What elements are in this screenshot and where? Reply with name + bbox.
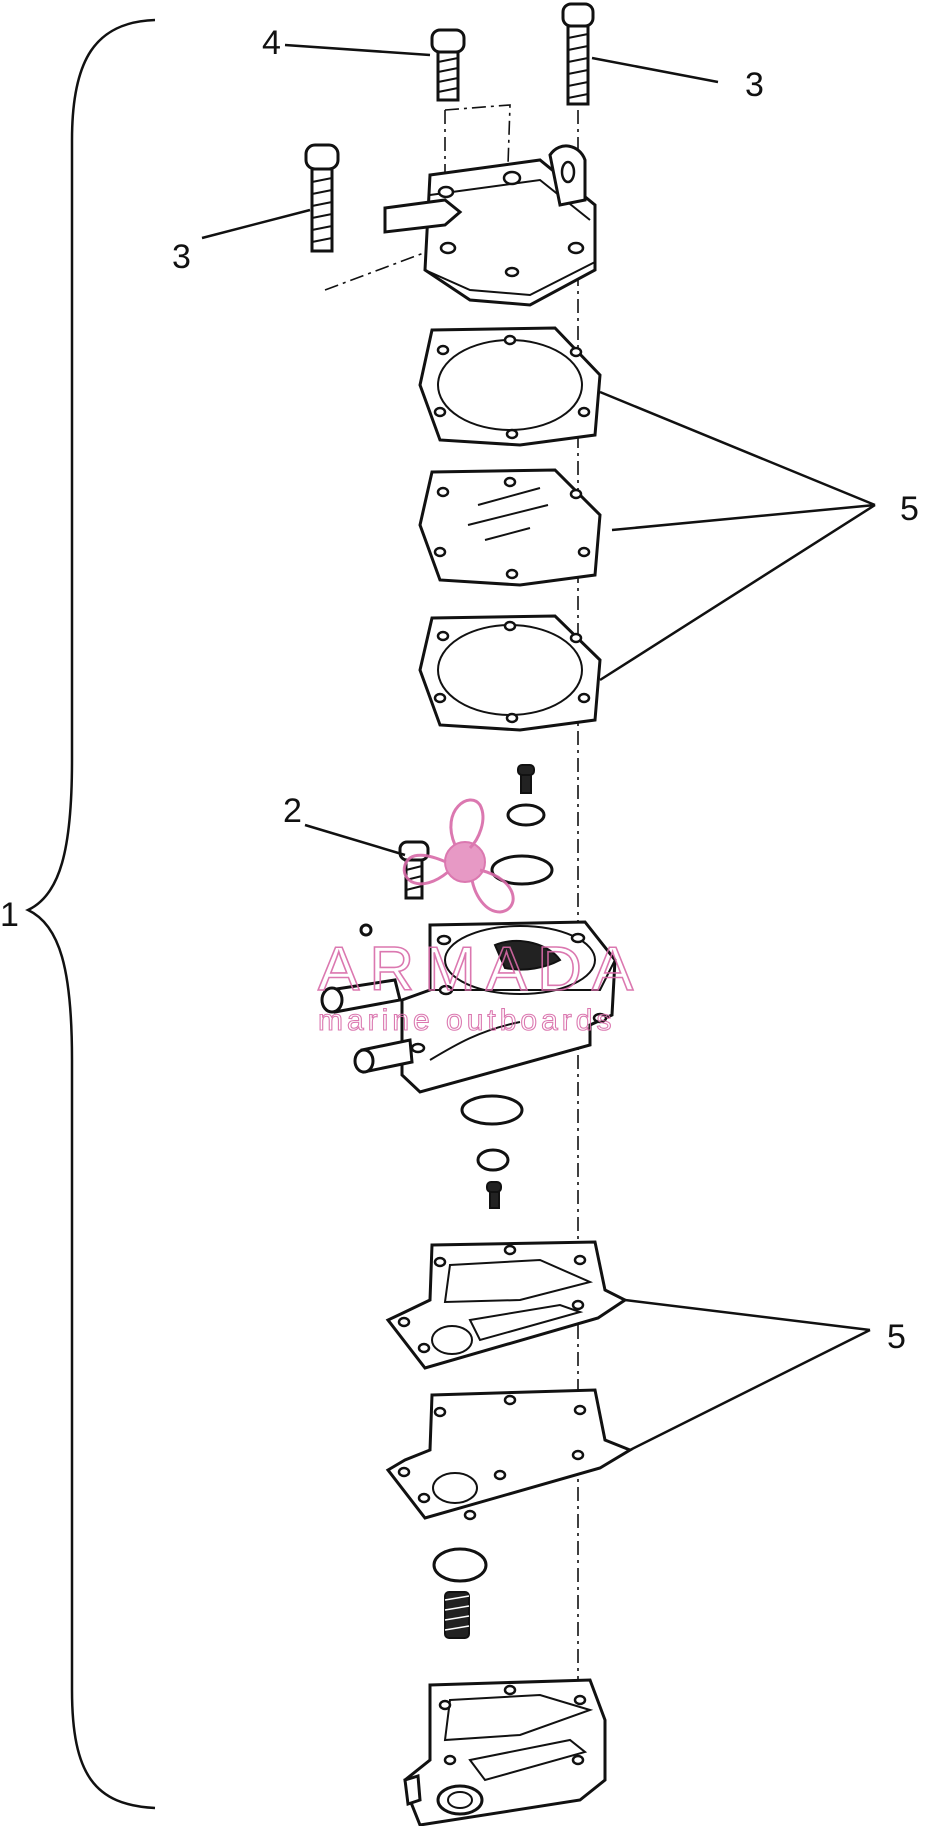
callout-3-left: 3 <box>172 238 191 276</box>
callout-1: 1 <box>0 896 19 934</box>
callout-5-top: 5 <box>900 490 919 528</box>
callout-4: 4 <box>262 24 281 62</box>
leader-4 <box>284 43 431 57</box>
valve-disc-upper <box>490 854 554 886</box>
valve-screw-lower <box>486 1181 502 1209</box>
valve-disc-lower <box>460 1094 524 1126</box>
diaphragm <box>418 468 602 587</box>
screw-3-left <box>304 143 340 253</box>
leader-3-right <box>591 56 719 84</box>
screw-3-right <box>561 2 595 106</box>
valve-cap <box>432 1547 488 1583</box>
leader-3-left <box>201 208 311 240</box>
leader-5-bottom <box>624 1298 871 1452</box>
gasket-lower-1 <box>385 1240 628 1370</box>
pump-body <box>320 920 617 1094</box>
propeller-logo-icon <box>402 798 515 914</box>
pump-cover <box>383 144 597 307</box>
callout-5-bottom: 5 <box>887 1318 906 1356</box>
gasket-lower-2 <box>385 1388 634 1521</box>
leader-2 <box>304 823 406 857</box>
gasket-middle <box>418 614 602 732</box>
valve-retainer-upper <box>506 803 546 827</box>
valve-screw-upper <box>517 764 535 794</box>
screw-4 <box>430 28 466 102</box>
callout-3-right: 3 <box>745 66 764 104</box>
leader-5-top <box>599 390 876 682</box>
assembly-brace <box>25 18 156 1810</box>
watermark-tagline: marine outboards <box>318 1004 615 1037</box>
watermark-brand: ARMADA <box>318 935 643 1004</box>
pump-base <box>403 1678 607 1826</box>
gasket-top <box>418 326 602 447</box>
valve-retainer-lower <box>476 1148 510 1172</box>
alignment-line-left <box>324 244 446 291</box>
callout-2: 2 <box>283 792 302 830</box>
watermark-logo: ARMADA marine outboards <box>317 798 643 1038</box>
spring <box>444 1591 470 1639</box>
